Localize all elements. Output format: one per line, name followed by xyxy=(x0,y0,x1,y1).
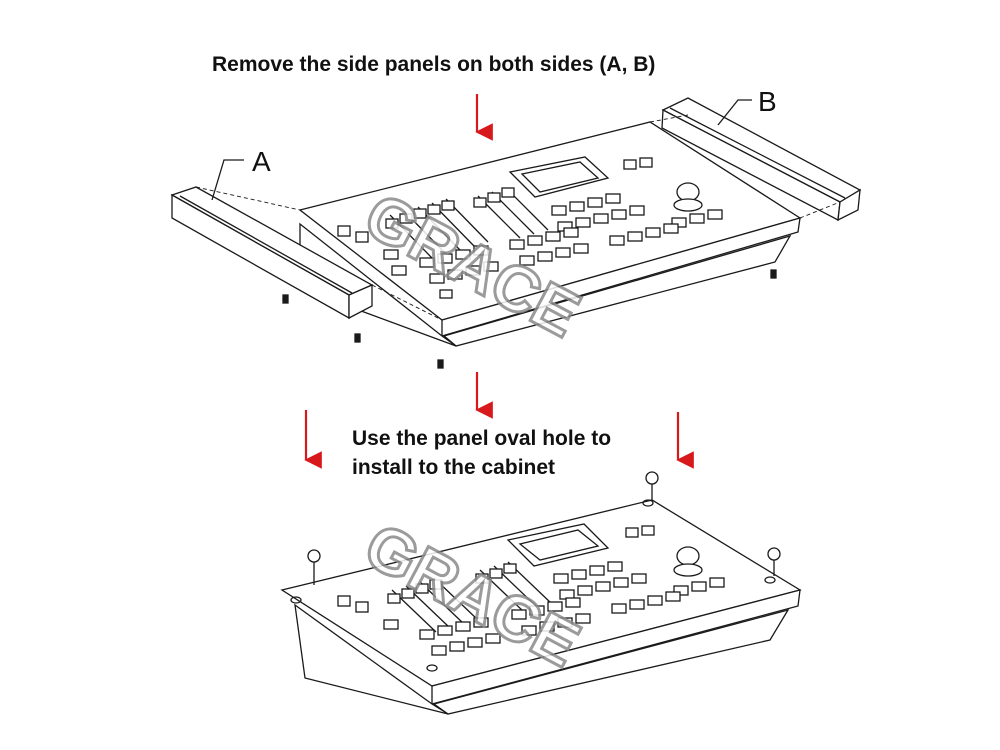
leader-a xyxy=(211,159,244,201)
caption-remove-side-panels: Remove the side panels on both sides (A,… xyxy=(212,53,656,76)
caption-install-line2: install to the cabinet xyxy=(352,456,556,479)
mounting-screws xyxy=(290,471,781,672)
screws-top xyxy=(282,269,777,369)
console-bottom-front xyxy=(431,589,801,705)
label-side-panel-a: A xyxy=(252,146,271,177)
console-bottom-joystick xyxy=(676,546,700,566)
console-bottom-faders xyxy=(387,525,655,633)
side-panel-b xyxy=(661,97,862,222)
console-top-faders xyxy=(385,157,653,259)
console-top xyxy=(170,97,862,369)
side-panel-a xyxy=(170,186,374,320)
console-top-buttons xyxy=(337,193,723,299)
caption-install-line1: Use the panel oval hole to xyxy=(352,427,612,450)
console-bottom-side xyxy=(294,603,449,715)
console-bottom xyxy=(280,471,802,715)
label-side-panel-b: B xyxy=(758,86,777,117)
leader-b xyxy=(717,99,752,126)
console-top-front xyxy=(441,217,801,337)
console-bottom-buttons xyxy=(337,561,725,656)
console-top-joystick xyxy=(676,182,700,202)
arrows xyxy=(304,94,694,469)
caption-install-cabinet: Use the panel oval hole to install to th… xyxy=(352,424,611,482)
